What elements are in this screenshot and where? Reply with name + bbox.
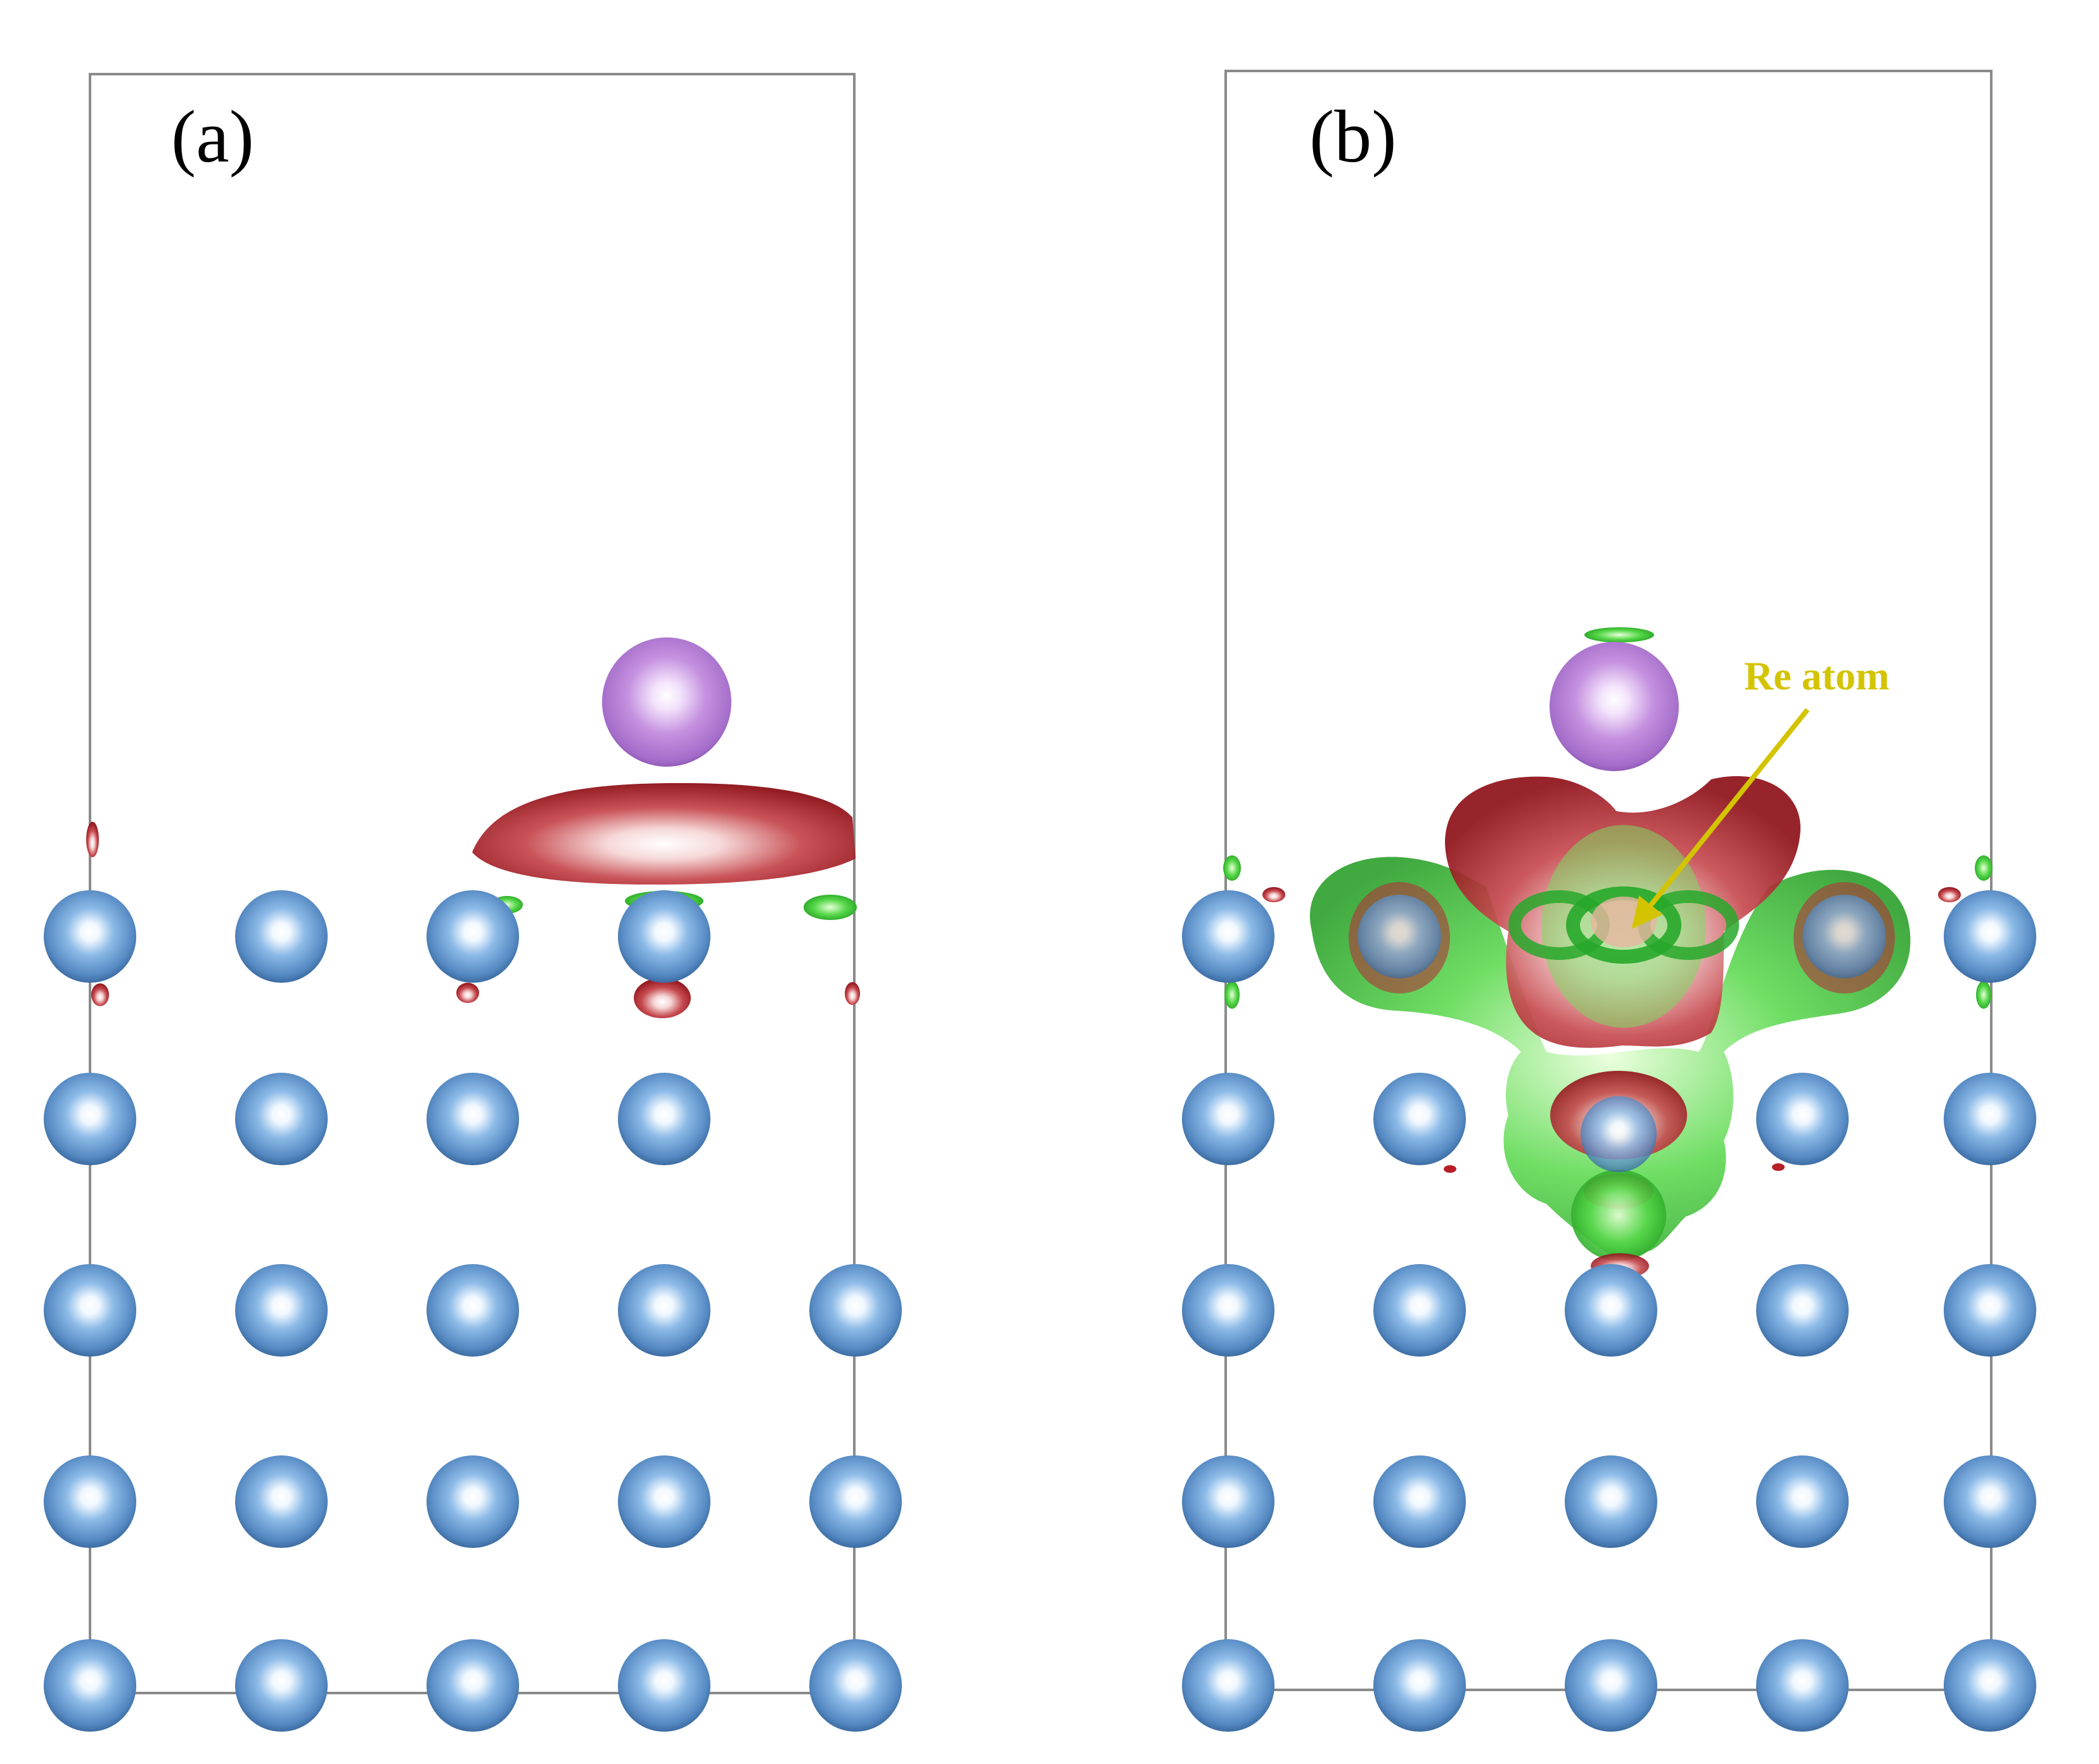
charge-accumulation-lobe <box>86 822 99 857</box>
substrate-atom <box>1182 1073 1274 1165</box>
charge-accumulation-lobe <box>1938 887 1961 902</box>
charge-accumulation-lobe <box>845 982 860 1005</box>
charge-accumulation-lobe <box>1444 1165 1456 1173</box>
substrate-atom <box>1358 895 1441 978</box>
substrate-atom <box>1802 895 1886 978</box>
annotation-arrow <box>1631 708 1810 929</box>
substrate-atom <box>1756 1264 1849 1357</box>
substrate-atom <box>1944 890 2036 983</box>
substrate-atoms-b <box>1182 890 2036 1732</box>
simulation-cell-a <box>89 73 856 1694</box>
adatom <box>602 637 731 767</box>
substrate-atom <box>1756 1073 1849 1165</box>
substrate-atom <box>1565 1639 1657 1732</box>
charge-accumulation-lobe <box>472 783 856 885</box>
substrate-atom <box>427 1455 519 1548</box>
substrate-atom <box>1373 1639 1466 1732</box>
substrate-atom <box>809 1264 902 1357</box>
substrate-atom <box>1182 890 1274 983</box>
panel-label-b: (b) <box>1309 95 1397 178</box>
substrate-atoms-a <box>44 890 902 1732</box>
charge-depletion-lobe <box>1571 1170 1666 1261</box>
charge-depletion-lobe <box>1224 981 1240 1009</box>
charge-depletion-lobe <box>1309 857 1911 1257</box>
substrate-atom <box>235 1639 328 1732</box>
substrate-atom <box>235 1073 328 1165</box>
charge-depletion-lobe <box>1566 886 1681 964</box>
substrate-atom <box>427 1639 519 1732</box>
substrate-atom <box>427 1264 519 1357</box>
substrate-atom <box>1565 1455 1657 1548</box>
substrate-atom <box>618 1455 710 1548</box>
substrate-atom <box>1944 1455 2036 1548</box>
substrate-atom <box>809 1639 902 1732</box>
substrate-atom <box>618 1264 710 1357</box>
substrate-atom <box>44 890 136 983</box>
substrate-atom <box>1373 1264 1466 1357</box>
charge-depletion-lobe <box>804 895 857 920</box>
charge-depletion-lobe <box>1976 981 1991 1009</box>
substrate-atom <box>618 890 710 983</box>
charge-accumulation-lobe <box>1591 897 1657 947</box>
substrate-atom <box>618 1639 710 1732</box>
charge-depletion-lobe <box>1584 627 1654 642</box>
panel-a: (a) <box>44 73 902 1732</box>
substrate-atom <box>1182 1639 1274 1732</box>
substrate-atom <box>1944 1639 2036 1732</box>
charge-accumulation-lobe <box>1772 1163 1785 1171</box>
substrate-atom <box>235 1264 328 1357</box>
substrate-atom <box>44 1073 136 1165</box>
substrate-atom <box>427 1073 519 1165</box>
adatom <box>1550 642 1679 771</box>
panel-label-a: (a) <box>171 95 254 178</box>
substrate-atom <box>1756 1639 1849 1732</box>
substrate-atom <box>1581 1096 1657 1172</box>
annotation-label: Re atom <box>1744 653 1889 698</box>
substrate-atom <box>1182 1264 1274 1357</box>
charge-accumulation-lobe <box>456 983 479 1003</box>
substrate-atom <box>427 890 519 983</box>
substrate-atom <box>1373 1073 1466 1165</box>
substrate-atom <box>44 1264 136 1357</box>
substrate-atom <box>1565 1264 1657 1357</box>
substrate-atom <box>809 1455 902 1548</box>
charge-depletion-lobe <box>1975 855 1993 881</box>
panel-b: Re atom (b) <box>1182 70 2036 1732</box>
substrate-atom <box>1182 1455 1274 1548</box>
substrate-atom <box>1373 1455 1466 1548</box>
substrate-atom <box>235 1455 328 1548</box>
substrate-atom <box>44 1455 136 1548</box>
substrate-atom <box>1944 1264 2036 1357</box>
substrate-atom <box>1756 1455 1849 1548</box>
substrate-atom <box>618 1073 710 1165</box>
charge-accumulation-lobe <box>91 983 109 1006</box>
charge-accumulation-lobe <box>1262 887 1285 902</box>
charge-depletion-lobe <box>1223 855 1241 881</box>
substrate-atom <box>235 890 328 983</box>
substrate-atom <box>1944 1073 2036 1165</box>
substrate-atom <box>44 1639 136 1732</box>
charge-accumulation-lobe <box>634 978 691 1018</box>
